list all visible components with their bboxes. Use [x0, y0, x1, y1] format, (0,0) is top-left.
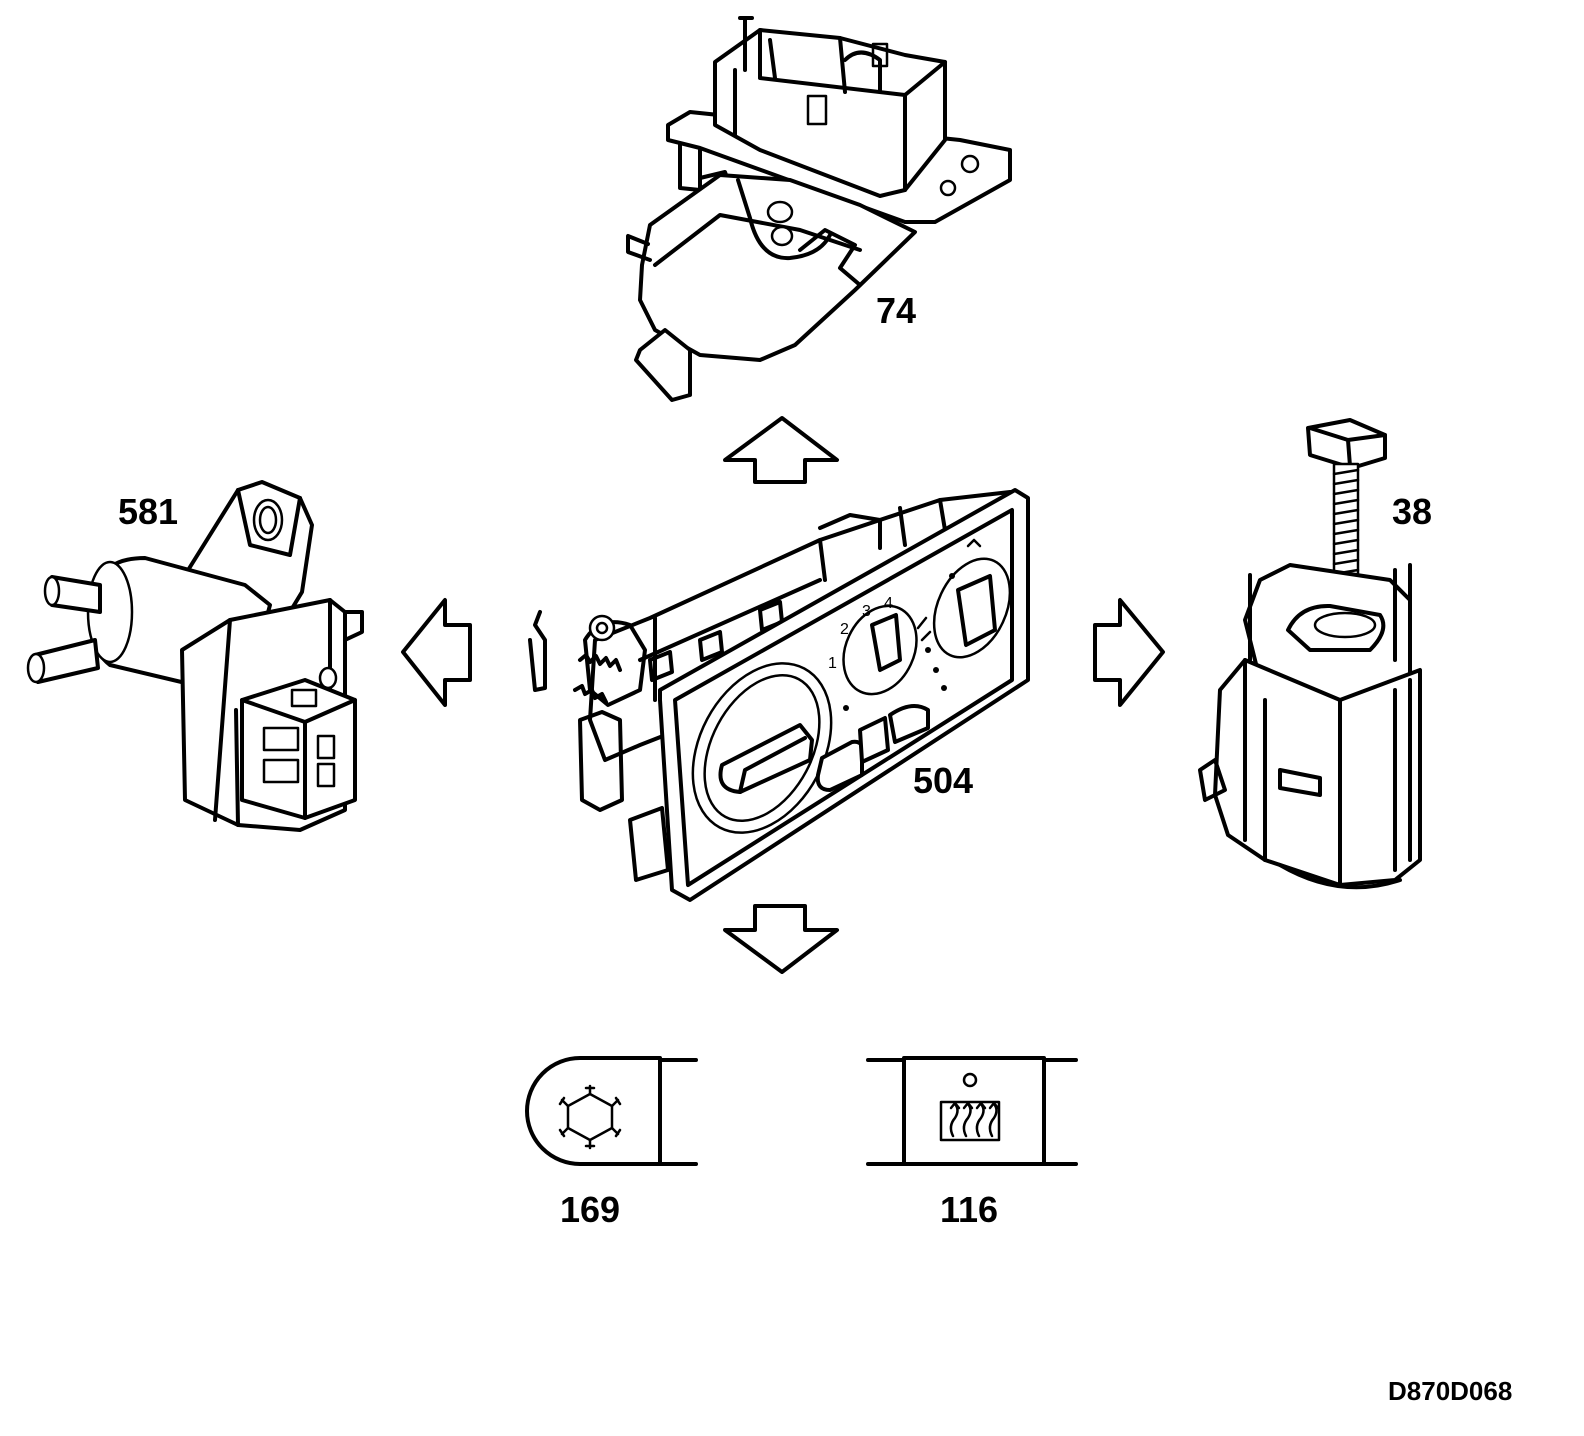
knob-scale-3: 3 [862, 603, 871, 620]
snowflake-icon [558, 1084, 622, 1150]
part-label-74: 74 [876, 290, 917, 331]
arrow-left-icon [401, 598, 472, 707]
part-label-504: 504 [913, 760, 974, 801]
part-label-116: 116 [940, 1189, 999, 1230]
knob-scale-2: 2 [840, 621, 849, 638]
actuator-motor-drawing [1198, 418, 1422, 890]
arrow-down-icon [723, 904, 839, 974]
knob-scale-4: 4 [884, 595, 893, 612]
arrow-right-icon [1093, 598, 1165, 707]
part-label-581: 581 [118, 491, 179, 532]
blower-resistor-drawing [626, 16, 1012, 402]
knob-scale-1: 1 [828, 655, 837, 672]
control-unit-drawing [528, 488, 1030, 902]
part-label-169: 169 [560, 1189, 621, 1230]
part-label-38: 38 [1392, 491, 1433, 532]
drawing-reference: D870D068 [1388, 1376, 1513, 1406]
arrow-up-icon [723, 416, 839, 484]
solenoid-valve-drawing [26, 480, 364, 832]
ac-button-drawing [525, 1056, 698, 1166]
rear-defrost-icon [939, 1100, 1001, 1142]
